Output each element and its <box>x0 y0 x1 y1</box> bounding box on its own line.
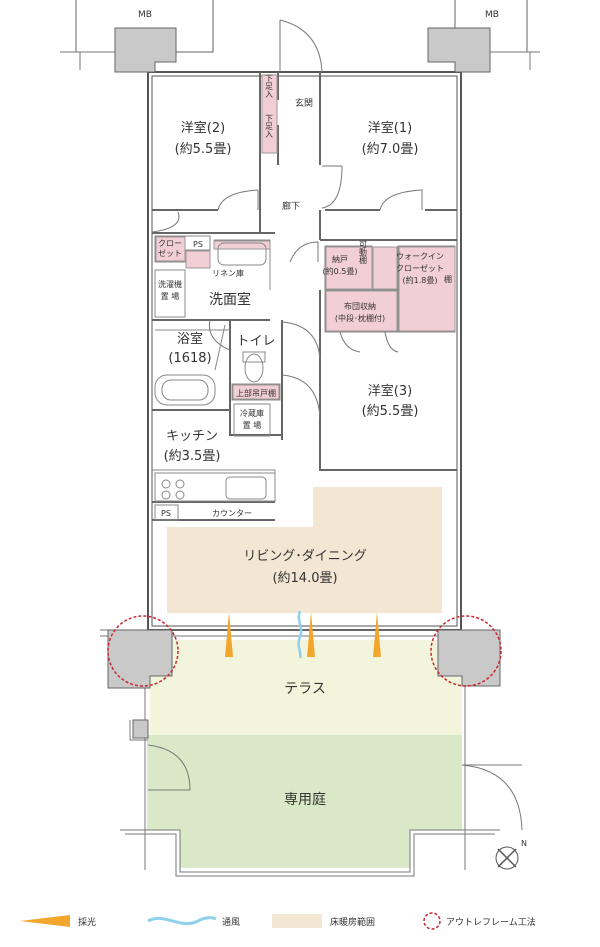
closet-label-line2: ゼット <box>158 248 182 258</box>
western3-size: (約5.5畳) <box>362 404 419 419</box>
futon-line1: 布団収納 <box>344 301 376 311</box>
western2-size: (約5.5畳) <box>175 142 232 157</box>
shoe-cabinet-bottom: 下足入 <box>265 114 274 138</box>
futon-line2: (中段･枕棚付) <box>335 313 385 323</box>
western2-name: 洋室(2) <box>181 120 225 136</box>
nando-size: (約0.5畳) <box>323 266 358 276</box>
legend: 採光 通風 床暖房範囲 アウトレフレーム工法 <box>20 912 536 930</box>
ps-top-label: PS <box>193 240 203 249</box>
shelf-label: 棚 <box>444 274 452 284</box>
fridge-label-line1: 冷蔵庫 <box>240 408 264 418</box>
legend-outframe-icon <box>423 912 441 930</box>
storage-pink <box>155 74 456 400</box>
legend-sunlight-label: 採光 <box>78 916 96 928</box>
legend-ventilation-label: 通風 <box>222 917 240 928</box>
ps-bottom-label: PS <box>161 509 171 518</box>
walkin-line1: ウォークイン <box>396 252 444 261</box>
kitchen-size: (約3.5畳) <box>164 449 221 464</box>
bath-name: 浴室 <box>177 331 203 347</box>
ventilation-wave <box>297 610 303 659</box>
legend-floor-heating-swatch <box>272 914 322 928</box>
legend-outframe-label: アウトレフレーム工法 <box>446 916 536 928</box>
mb-label-left: MB <box>138 10 152 20</box>
shoe-cabinet-top: 下足入 <box>265 74 274 98</box>
counter-label: カウンター <box>212 509 252 518</box>
garden-area <box>147 735 462 868</box>
compass: N <box>495 839 527 870</box>
terrace-label: テラス <box>284 681 326 697</box>
western1-size: (約7.0畳) <box>362 142 419 157</box>
bath-size: (1618) <box>168 351 211 366</box>
legend-floor-heating-label: 床暖房範囲 <box>330 916 375 928</box>
nando-label: 納戸 <box>332 254 348 264</box>
upper-cabinet-label: 上部吊戸棚 <box>236 388 276 398</box>
floor-heating-area <box>167 487 442 613</box>
garden-label: 専用庭 <box>284 791 326 808</box>
movable-shelf-label: 可動棚 <box>359 240 368 265</box>
toilet-label: トイレ <box>236 334 275 349</box>
door-swings <box>147 19 523 831</box>
western1-name: 洋室(1) <box>368 120 412 136</box>
interior-walls <box>152 72 457 521</box>
living-name: リビング･ダイニング <box>243 549 367 564</box>
washer-label-line1: 洗濯機 <box>158 279 182 289</box>
sunlight-arrows <box>225 612 381 657</box>
room-labels: 洋室(2) (約5.5畳) 洋室(1) (約7.0畳) 玄関 下足入 下足入 廊… <box>158 74 452 808</box>
outframe-circles <box>107 615 502 687</box>
fridge-label-line2: 置 場 <box>243 420 262 430</box>
washer-label-line2: 置 場 <box>161 291 180 301</box>
closet-label-line1: クロー <box>158 239 182 248</box>
legend-sunlight-icon <box>20 915 70 927</box>
entrance-label: 玄関 <box>295 97 313 109</box>
western3-name: 洋室(3) <box>368 383 412 399</box>
washroom-label: 洗面室 <box>209 291 251 308</box>
walkin-line2: クローゼット <box>396 263 444 273</box>
walkin-line3: (約1.8畳) <box>403 275 438 285</box>
living-size: (約14.0畳) <box>272 571 337 586</box>
legend-ventilation-icon <box>147 916 217 926</box>
compass-north-label: N <box>521 839 527 848</box>
hallway-label: 廊下 <box>282 200 300 212</box>
mb-label-right: MB <box>485 10 499 20</box>
fixtures <box>154 242 276 502</box>
linen-label: リネン庫 <box>212 268 244 278</box>
kitchen-name: キッチン <box>166 429 218 444</box>
terrace-area <box>150 640 462 735</box>
columns <box>107 27 501 739</box>
